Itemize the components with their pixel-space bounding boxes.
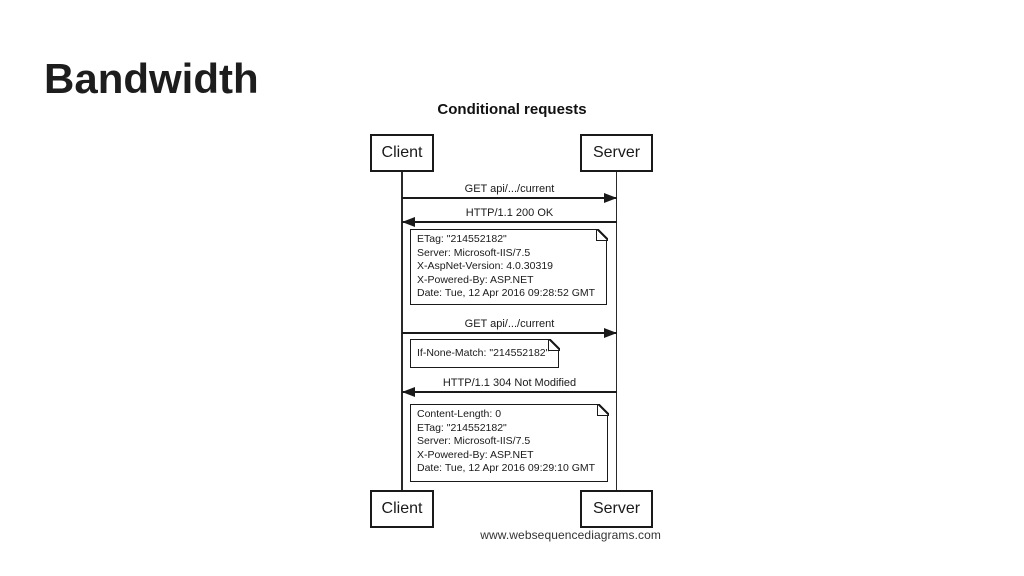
note-fold-icon: [547, 338, 560, 351]
message-get-2: GET api/.../current: [402, 318, 617, 338]
message-get-1: GET api/.../current: [402, 183, 617, 203]
message-label: GET api/.../current: [464, 318, 555, 330]
note-line: Date: Tue, 12 Apr 2016 09:28:52 GMT: [417, 287, 596, 299]
arrowhead-left-icon: [402, 217, 415, 227]
actor-box-client-top: Client: [370, 134, 434, 172]
watermark: www.websequencediagrams.com: [480, 528, 661, 542]
actor-label-client: Client: [381, 500, 423, 517]
note-line: ETag: "214552182": [417, 233, 507, 245]
note-response-headers-200: ETag: "214552182" Server: Microsoft-IIS/…: [410, 228, 608, 305]
arrowhead-left-icon: [402, 387, 415, 397]
message-arrow-line: [402, 387, 617, 397]
message-arrow-line: [402, 193, 617, 203]
sequence-diagram: Conditional requests Client Server GET a…: [370, 100, 666, 546]
note-line: Content-Length: 0: [417, 408, 502, 420]
note-line: ETag: "214552182": [417, 421, 507, 434]
actor-label-client: Client: [381, 144, 423, 161]
diagram-title: Conditional requests: [437, 101, 587, 118]
message-label: HTTP/1.1 304 Not Modified: [442, 377, 577, 389]
note-line: X-Powered-By: ASP.NET: [417, 448, 534, 461]
actor-box-server-top: Server: [580, 134, 653, 172]
note-response-headers-304: Content-Length: 0 ETag: "214552182" Serv…: [410, 403, 609, 482]
actor-label-server: Server: [592, 500, 641, 517]
message-label: HTTP/1.1 200 OK: [465, 207, 554, 219]
note-line: Server: Microsoft-IIS/7.5: [417, 435, 531, 447]
message-200-ok: HTTP/1.1 200 OK: [402, 207, 617, 227]
arrowhead-right-icon: [604, 193, 617, 203]
slide-title: Bandwidth: [44, 55, 259, 102]
client-lifeline: [401, 172, 403, 490]
actor-box-server-bottom: Server: [580, 490, 653, 528]
arrowhead-right-icon: [604, 328, 617, 338]
message-label: GET api/.../current: [464, 183, 555, 195]
note-fold-icon: [596, 403, 609, 416]
note-line: X-AspNet-Version: 4.0.30319: [417, 260, 553, 272]
message-304-not-modified: HTTP/1.1 304 Not Modified: [402, 377, 617, 397]
note-line: Date: Tue, 12 Apr 2016 09:29:10 GMT: [417, 462, 596, 474]
actor-label-server: Server: [592, 144, 641, 161]
note-if-none-match: If-None-Match: "214552182": [410, 338, 560, 368]
message-arrow-line: [402, 328, 617, 338]
note-line: Server: Microsoft-IIS/7.5: [417, 246, 531, 259]
note-line: X-Powered-By: ASP.NET: [417, 273, 534, 286]
note-fold-icon: [595, 228, 608, 241]
actor-box-client-bottom: Client: [370, 490, 434, 528]
note-line: If-None-Match: "214552182": [417, 346, 550, 359]
message-arrow-line: [402, 217, 617, 227]
